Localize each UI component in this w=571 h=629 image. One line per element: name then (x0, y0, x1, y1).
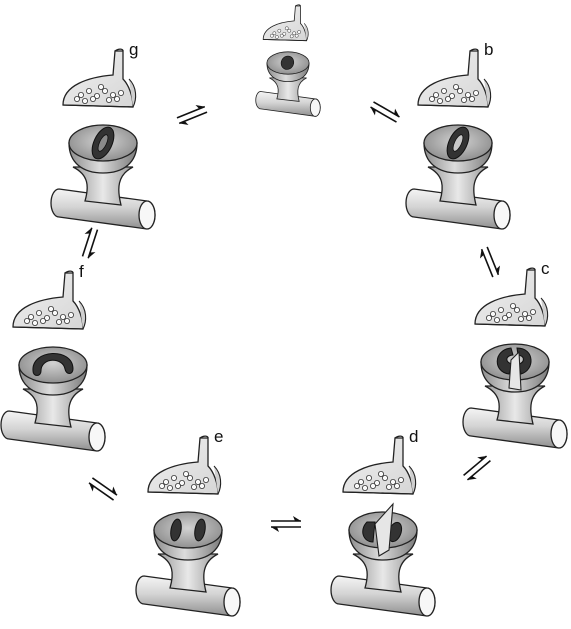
reversible-arrow-b-c (477, 245, 503, 279)
panel-label-b: b (484, 40, 493, 59)
presynaptic-terminal (63, 49, 136, 107)
reversible-arrow-c-d (460, 452, 493, 484)
panel-c: c (463, 259, 567, 448)
panel-label-g: g (129, 40, 138, 59)
reversible-arrow-f-g (78, 226, 102, 259)
panel-d: d (331, 427, 435, 616)
presynaptic-terminal (343, 436, 416, 494)
panel-label-f: f (79, 262, 84, 281)
reversible-arrow-g-a (175, 102, 209, 128)
reversible-arrow-a-b (368, 98, 402, 127)
presynaptic-terminal (418, 49, 491, 107)
panel-e: e (136, 427, 240, 616)
presynaptic-terminal (475, 268, 548, 326)
reversible-arrow-d-e (271, 516, 301, 532)
panel-label-d: d (409, 427, 418, 446)
presynaptic-terminal (263, 5, 308, 41)
panel-f: f (1, 262, 105, 451)
panel-b: b (406, 40, 510, 229)
panel-g: g (51, 40, 155, 229)
spine-head-surface (154, 512, 222, 548)
reversible-arrow-e-f (86, 474, 120, 504)
panel-a: a (256, 0, 324, 116)
spine-head-surface (19, 347, 87, 383)
presynaptic-terminal (148, 436, 221, 494)
presynaptic-terminal (13, 271, 86, 329)
panel-label-e: e (214, 427, 223, 446)
panel-label-c: c (541, 259, 550, 278)
